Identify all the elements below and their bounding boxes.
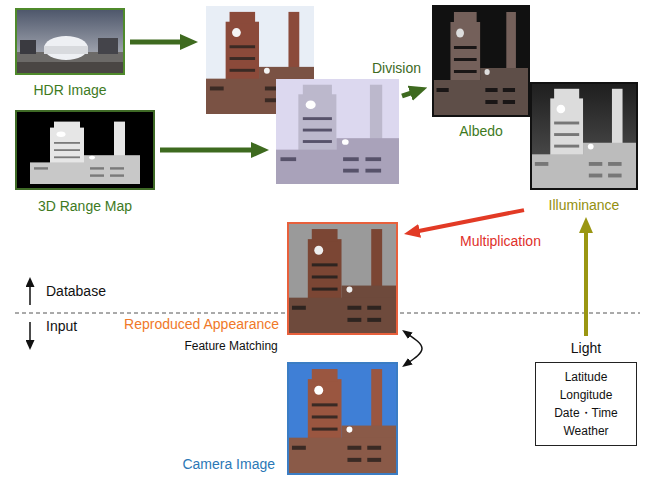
edge-label: Feature Matching: [182, 340, 279, 354]
image-node: Camera Image: [182, 362, 398, 475]
free-label: Division: [372, 60, 421, 76]
light-arrow: [584, 227, 588, 336]
illuminance-image: [531, 83, 637, 189]
node-label: Illuminance: [549, 197, 620, 213]
down-arrow: [29, 322, 31, 342]
up-arrow: [29, 285, 31, 305]
rect-part: [16, 62, 124, 74]
hdr-panorama: [16, 9, 124, 74]
albedo-image: [433, 6, 529, 116]
tower-photo: [276, 79, 399, 184]
image-node: 3D Range Map: [15, 110, 155, 214]
node-label: Camera Image: [182, 456, 275, 472]
matching-arrow: [408, 334, 422, 363]
node-frame: [530, 82, 638, 190]
range-map-image: [16, 111, 154, 189]
rect-part: [531, 83, 637, 189]
free-label: Database: [46, 283, 106, 299]
division-arrow: [402, 92, 414, 96]
image-node: Albedo: [432, 5, 530, 139]
process-arrow: [160, 148, 255, 153]
image-node: Reproduced Appearance: [124, 222, 398, 335]
edge-label: Multiplication: [458, 233, 543, 249]
rect-part: [20, 40, 36, 54]
node-label: Light: [571, 340, 601, 356]
rect-part: [44, 46, 88, 54]
node-frame: [287, 362, 398, 475]
node-label: Reproduced Appearance: [124, 316, 279, 332]
node-frame: [432, 5, 530, 117]
node-label: Albedo: [459, 123, 503, 139]
image-node: HDR Image: [15, 8, 125, 98]
node-frame: [15, 8, 125, 75]
node-label: HDR Image: [33, 82, 106, 98]
node-frame: [15, 110, 155, 190]
camera-photo: [288, 363, 397, 474]
parameter-list: Latitude Longitude Date・Time Weather: [544, 368, 628, 440]
use-part: [531, 83, 637, 189]
process-arrow: [130, 40, 184, 45]
parameter-box: LightLatitude Longitude Date・Time Weathe…: [535, 340, 637, 446]
image-node: Illuminance: [530, 82, 638, 213]
rect-part: [16, 111, 154, 189]
node-frame: Latitude Longitude Date・Time Weather: [535, 362, 637, 446]
node-label: 3D Range Map: [38, 198, 132, 214]
rect-part: [98, 38, 118, 54]
use-part: [30, 118, 140, 184]
ellipse-part: [44, 36, 88, 60]
free-label: Input: [46, 318, 77, 334]
multiplication-arrow: [414, 210, 524, 232]
reproduced-image: [288, 223, 397, 334]
rect-part: [16, 9, 124, 74]
node-frame: [287, 222, 398, 335]
